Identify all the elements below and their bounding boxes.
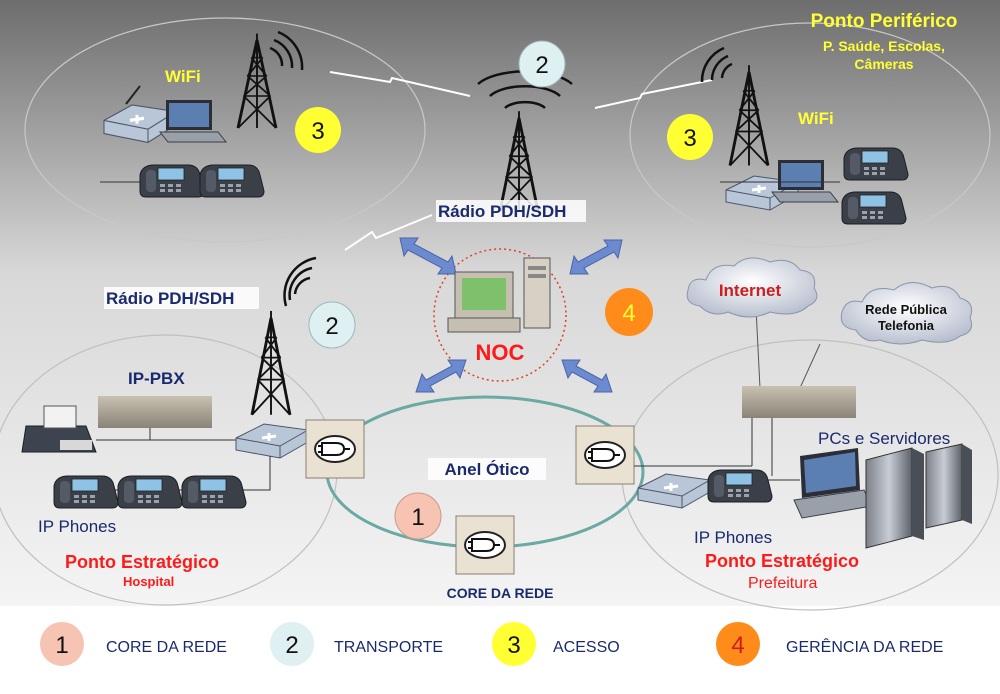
ponto-estrategico-left-label: Ponto Estratégico	[65, 552, 219, 572]
ponto-periferico-label: Ponto Periférico	[811, 11, 958, 32]
rede-publica-label: Rede Pública	[865, 302, 947, 317]
badge-4: 4	[605, 288, 653, 336]
prefeitura-label: Prefeitura	[748, 575, 817, 592]
svg-text:4: 4	[731, 632, 744, 659]
ponto-estrategico-right-label: Ponto Estratégico	[705, 551, 859, 571]
noc-computer-icon	[447, 257, 551, 333]
svg-text:1: 1	[411, 504, 424, 531]
legend: 1 CORE DA REDE 2 TRANSPORTE 3 ACESSO 4 G…	[40, 622, 943, 666]
radio-left-label: Rádio PDH/SDH	[106, 289, 234, 308]
badge-3-left: 3	[295, 107, 341, 153]
internet-label: Internet	[719, 281, 782, 300]
svg-text:2: 2	[325, 313, 338, 340]
svg-text:ACESSO: ACESSO	[553, 639, 620, 656]
fax-icon	[21, 405, 97, 453]
internet-cloud-icon	[686, 257, 818, 318]
telefonia-label: Telefonia	[878, 318, 935, 333]
ip-phones-right-label: IP Phones	[694, 528, 772, 547]
svg-text:GERÊNCIA DA REDE: GERÊNCIA DA REDE	[786, 637, 943, 656]
svg-text:TRANSPORTE: TRANSPORTE	[334, 639, 443, 656]
legend-item-transporte: 2 TRANSPORTE	[270, 622, 443, 666]
svg-text:2: 2	[535, 52, 548, 79]
badge-3-right: 3	[667, 114, 713, 160]
pc-laptop-icon	[793, 448, 873, 519]
hospital-label: Hospital	[123, 574, 174, 589]
ip-phones-left-label: IP Phones	[38, 517, 116, 536]
periferico-sub1-label: P. Saúde, Escolas,	[823, 38, 945, 54]
pcs-servidores-label: PCs e Servidores	[818, 429, 950, 448]
wifi-left-label: WiFi	[165, 67, 201, 86]
server-icon	[865, 443, 972, 549]
badge-1: 1	[394, 492, 442, 540]
legend-item-gerencia: 4 GERÊNCIA DA REDE	[716, 622, 943, 666]
anel-otico-label: Anel Ótico	[444, 460, 529, 479]
svg-text:CORE DA REDE: CORE DA REDE	[106, 639, 227, 656]
legend-item-core: 1 CORE DA REDE	[40, 622, 227, 666]
svg-text:4: 4	[622, 300, 635, 327]
badge-2-top: 2	[518, 40, 566, 88]
radio-top-label: Rádio PDH/SDH	[438, 202, 566, 221]
badge-2-left: 2	[308, 301, 356, 349]
svg-text:3: 3	[311, 118, 324, 145]
periferico-sub2-label: Câmeras	[854, 56, 913, 72]
svg-text:1: 1	[55, 632, 68, 659]
svg-text:2: 2	[285, 632, 298, 659]
svg-text:3: 3	[507, 632, 520, 659]
legend-item-acesso: 3 ACESSO	[492, 622, 620, 666]
phone-network-cloud-icon	[840, 282, 973, 345]
ip-pbx-label: IP-PBX	[128, 369, 185, 388]
wifi-right-label: WiFi	[798, 109, 834, 128]
svg-text:3: 3	[683, 125, 696, 152]
core-da-rede-label: CORE DA REDE	[447, 585, 554, 601]
noc-label: NOC	[476, 340, 525, 365]
